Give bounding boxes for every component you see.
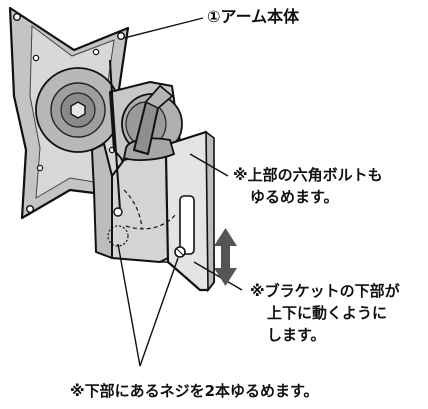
up-down-arrow-icon [214, 228, 237, 286]
callout-hex-bolt-line1: ※上部の六角ボルトも [233, 166, 383, 184]
callout-bracket-line1: ※ブラケットの下部が [250, 282, 400, 300]
screw-icon [113, 207, 123, 217]
lower-screw-left [107, 207, 129, 247]
callout-arm-body: ①アーム本体 [207, 6, 299, 28]
leader-lines [117, 17, 243, 367]
bracket-body [91, 130, 216, 293]
callout-bracket-line2: 上下に動くように [267, 304, 388, 322]
callout-hex-bolt-line2: ゆるめます。 [250, 188, 339, 206]
callout-bracket-line3: します。 [267, 326, 326, 344]
callout-hex-bolt: ※上部の六角ボルトも ゆるめます。 [233, 164, 383, 208]
callout-bracket: ※ブラケットの下部が 上下に動くように します。 [250, 280, 400, 346]
callout-arm-body-text: ①アーム本体 [207, 7, 300, 26]
plate-hole-icon [116, 32, 125, 41]
callout-lower-screws-text: ※下部にあるネジを2本ゆるめます。 [70, 382, 319, 400]
arm-rod [109, 59, 177, 230]
hex-bolt-lever [122, 85, 176, 161]
plate-hole-icon [26, 204, 35, 213]
bracket-slot [179, 195, 195, 255]
plate-hole-icon [12, 12, 21, 21]
callout-lower-screws: ※下部にあるネジを2本ゆるめます。 [70, 380, 319, 402]
center-hex-icon [70, 101, 86, 119]
